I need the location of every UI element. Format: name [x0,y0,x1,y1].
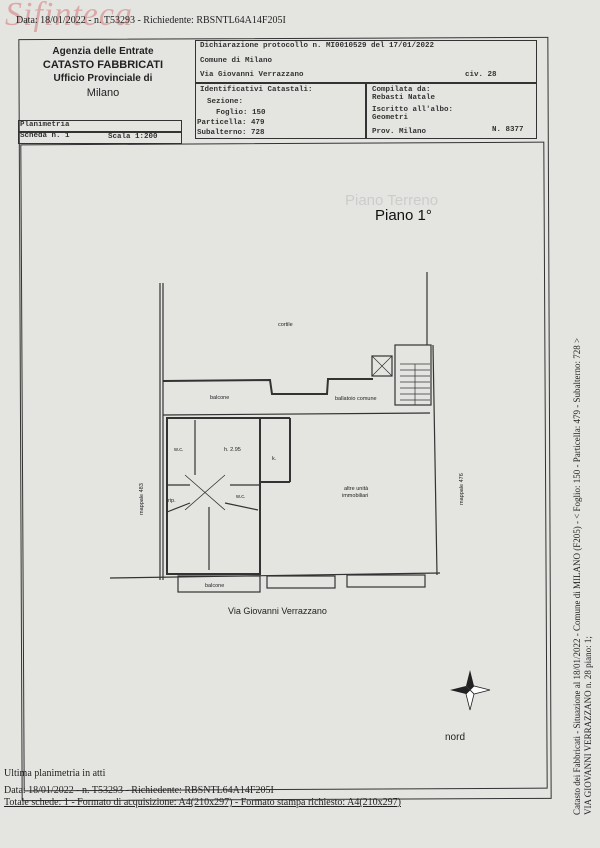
label-mappale-right: mappale 476 [459,473,465,505]
footer-last-plan: Ultima planimetria in atti [4,768,106,779]
watermark-logo: Sifinteca [5,0,133,33]
agency-name: Agenzia delle Entrate [52,46,154,57]
label-cortile: cortile [278,322,293,328]
label-wc2: w.c. [235,494,246,500]
north-arrow-icon [450,670,491,711]
sezione: Sezione: [207,98,244,106]
sheet-scale: Scala 1:200 [108,133,158,141]
registration-number: N. 8377 [492,126,524,134]
foglio: Foglio: 150 [216,109,266,117]
compiler-box [365,82,537,139]
street-name: Via Giovanni Verrazzano [228,606,327,616]
label-kitchen: k. [272,456,277,462]
footer-request: Data: 18/01/2022 - n. T53293 - Richieden… [4,785,274,796]
albo-value: Geometri [372,114,409,122]
header-request-line: Data: 18/01/2022 - n. T53293 - Richieden… [16,15,286,26]
protocol-text: Dichiarazione protocollo n. MI0010529 de… [200,42,435,50]
side-line-2: VIA GIOVANNI VERRAZZANO n. 28 piano: 1; [583,636,593,815]
compiler-label: Compilata da: [372,86,431,94]
lift-shaft [371,355,393,377]
agency-city: Milano [86,87,120,99]
apartment-outline [166,417,261,575]
label-height: h. 2.95 [224,447,241,453]
side-cadastral-info: Catasto dei Fabbricati - Situazione al 1… [572,338,594,815]
floor-title: Piano 1° [375,207,432,224]
civic-number: civ. 28 [465,71,497,79]
identifiers-box [195,82,367,139]
label-ballatoio: ballatoio comune [335,396,377,402]
province: Prov. Milano [372,128,427,136]
ballatoio-outline [162,378,373,395]
sheet-type: Planimetria [20,121,70,129]
identifiers-title: Identificativi Catastali: [200,86,313,94]
agency-office: Ufficio Provinciale di [53,73,153,84]
subalterno: Subalterno: 728 [197,129,265,137]
label-rip: rip. [168,498,176,504]
albo-label: Iscritto all'albo: [372,106,454,114]
compiler-name: Rebasti Natale [372,94,436,102]
north-label: nord [445,732,465,743]
bottom-balcony [177,575,261,593]
comune-text: Comune di Milano [200,57,273,65]
side-line-1: Catasto dei Fabbricati - Situazione al 1… [572,337,582,815]
particella: Particella: 479 [197,119,265,127]
label-altre-1: altre unità [344,486,369,492]
sheet-number: Scheda n. 1 [20,132,70,140]
agency-catasto: CATASTO FABBRICATI [42,59,164,71]
sheet-scale-box [18,131,182,144]
staircase [394,344,432,406]
label-wc1: w.c. [173,447,184,453]
label-balcone-top: balcone [210,395,229,401]
footer-format: Totale schede: 1 - Formato di acquisizio… [4,797,401,808]
label-altre-2: immobiliari [342,493,368,499]
ghost-floor-title: Piano Terreno [345,192,438,209]
sheet-type-box [18,120,182,133]
address-text: Via Giovanni Verrazzano [200,71,304,79]
label-balcone-bottom: balcone [205,583,224,589]
label-mappale-left: mappale 483 [139,483,145,515]
